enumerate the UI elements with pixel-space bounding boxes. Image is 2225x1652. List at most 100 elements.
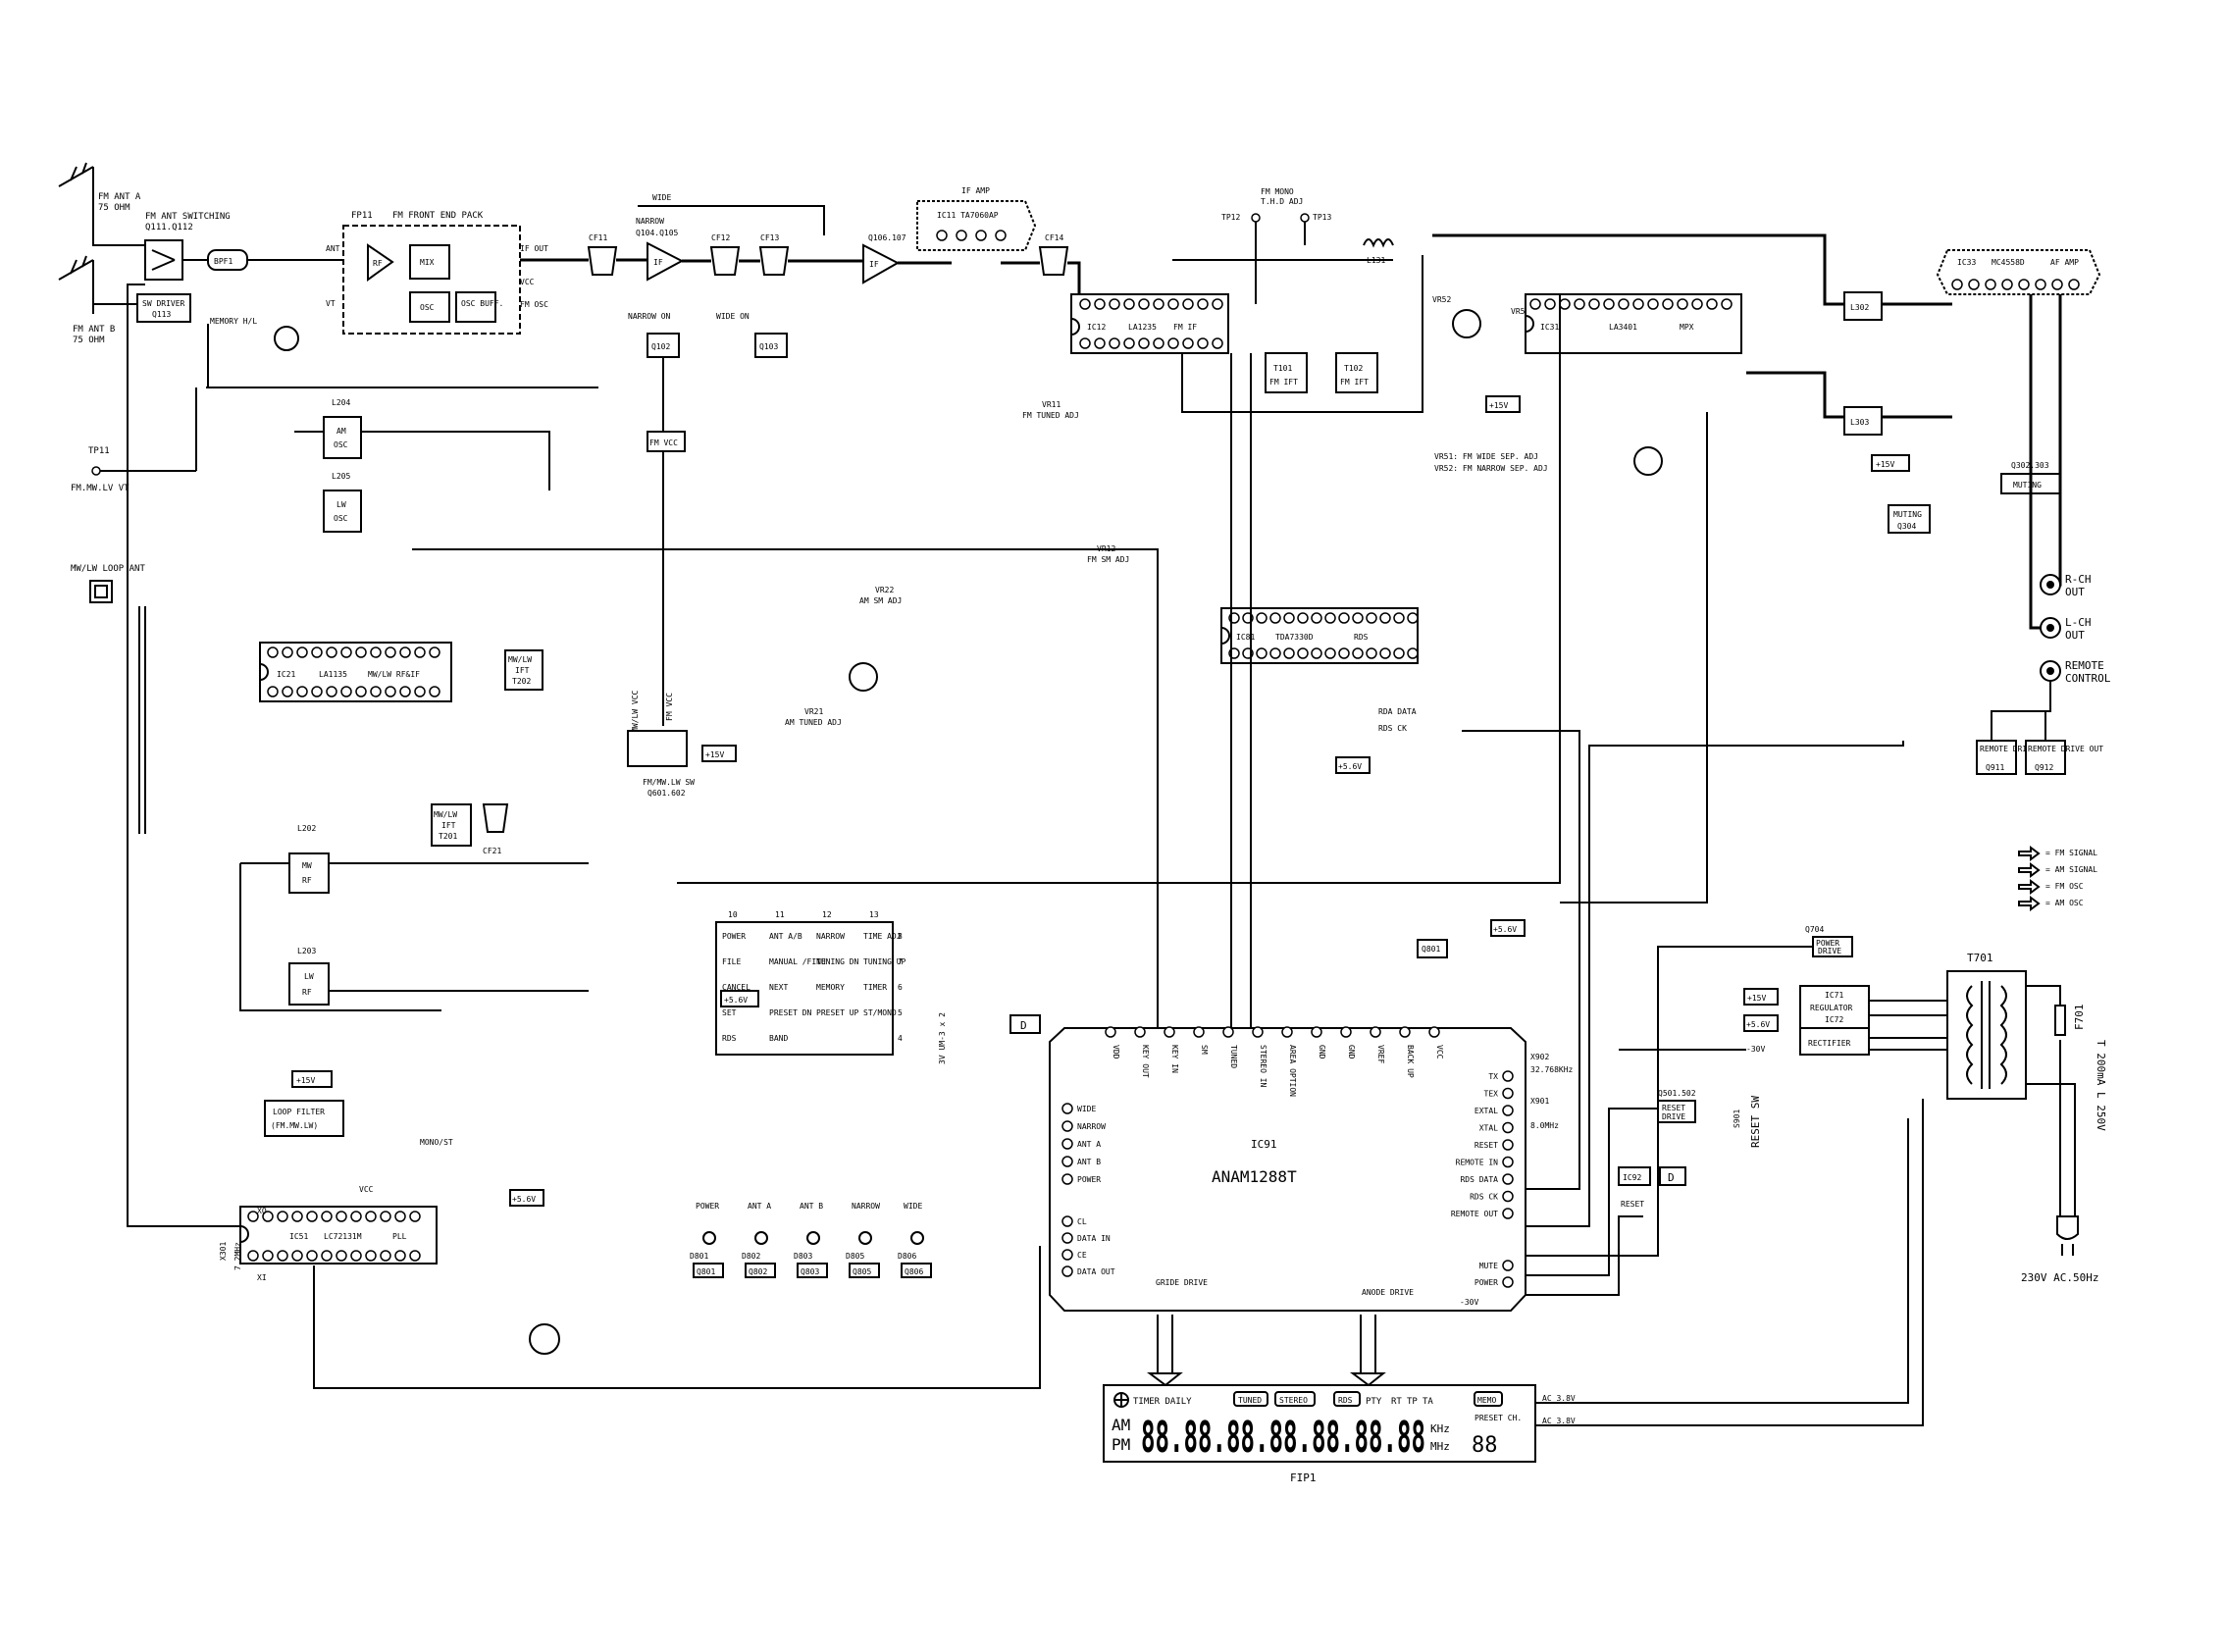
tp11-label: TP11 (88, 446, 110, 456)
key-label[interactable]: MEMORY (816, 983, 845, 992)
f701-label: F701 (2073, 1005, 2086, 1031)
ic31-mpx: VR52 VR51 IC31 LA3401 MPX +15V VR51: FM … (1432, 233, 1844, 476)
wire-tuning-bus (195, 324, 209, 471)
ic21-pin (429, 646, 440, 658)
mcu-right-pin-label: RDS CK (1470, 1193, 1498, 1202)
key-label[interactable]: TUNING UP (863, 957, 906, 966)
ic51-pin (306, 1250, 318, 1262)
ic92-label: IC92 (1623, 1173, 1641, 1182)
key-label[interactable]: TIMER (863, 983, 887, 992)
ic33-pin (2068, 279, 2080, 290)
remote-in-label: REMOTE DRIVE IN (1980, 745, 2050, 753)
mcu-neg30: -30V (1460, 1298, 1478, 1307)
switch-plus15: +15V (705, 750, 724, 759)
mcu-right-pin (1502, 1156, 1514, 1168)
ic12-pin (1123, 337, 1135, 349)
grid-drive-label: GRIDE DRIVE (1156, 1278, 1208, 1287)
mcu-top-pin-label: KEY IN (1170, 1045, 1179, 1073)
disp-rt: RT (1391, 1397, 1402, 1407)
ic72-label: IC72 (1825, 1015, 1843, 1024)
mpx-output-filters: L302 L303 (1843, 291, 1952, 436)
key-label[interactable]: ST/MONO (863, 1008, 897, 1017)
mcu-right-pin (1502, 1070, 1514, 1082)
fm-ant-b-label: FM ANT B (73, 325, 115, 335)
vr11-desc: FM TUNED ADJ (1022, 411, 1079, 420)
disp-khz: KHz (1430, 1422, 1450, 1435)
x902-label: X902 (1530, 1053, 1549, 1061)
tp13-label: TP13 (1313, 213, 1331, 222)
s901-label: S901 (1733, 1110, 1741, 1128)
disp-rds: RDS (1338, 1396, 1353, 1405)
ic33-pin (1985, 279, 1996, 290)
key-label[interactable]: ANT A/B (769, 932, 802, 941)
ic21-pin (282, 686, 293, 697)
ic21-label: IC21 (277, 670, 295, 679)
disp-pm: PM (1112, 1435, 1130, 1454)
key-label[interactable]: BAND (769, 1034, 788, 1043)
key-label[interactable]: RDS (722, 1034, 737, 1043)
key-label[interactable]: NARROW (816, 932, 845, 941)
key-label[interactable]: FILE (722, 957, 741, 966)
wire-tuned-sm (1230, 353, 1252, 1028)
mcu-left-pin-label: DATA OUT (1077, 1267, 1115, 1276)
wide-label: WIDE (652, 193, 671, 202)
led-driver-box (745, 1263, 776, 1278)
fe-ant-label: ANT (326, 244, 340, 253)
ic21-pin (267, 686, 279, 697)
fm-antenna-switching: FM ANT SWITCHING Q111.Q112 SW DRIVER Q11… (136, 212, 343, 351)
ic21-func: MW/LW RF&IF (368, 670, 420, 679)
mcu-left-pin (1061, 1215, 1073, 1227)
fm-mwlw-switch: MW/LW VCC FM VCC +15V FM/MW.LW SW Q601.6… (627, 690, 737, 798)
key-label[interactable]: MANUAL /FINE (769, 957, 826, 966)
mcu-top-pin-label: SM (1200, 1045, 1209, 1055)
r-out-label: OUT (2065, 586, 2085, 598)
ic31-label: IC31 (1540, 323, 1559, 332)
led-icon (754, 1231, 768, 1245)
key-label[interactable]: POWER (722, 932, 746, 941)
tp12-label: TP12 (1221, 213, 1240, 222)
mcu-left-pin (1061, 1138, 1073, 1150)
key-label[interactable]: PRESET UP (816, 1008, 859, 1017)
mcu-right-pin-label: REMOTE IN (1456, 1159, 1499, 1167)
legend-label: = AM SIGNAL (2045, 865, 2097, 874)
ic12-pin (1138, 337, 1150, 349)
ic33-pin (2001, 279, 2013, 290)
q102-label: Q102 (651, 342, 670, 351)
ic81-pin (1338, 612, 1350, 624)
pll-vcc-label: VCC (359, 1185, 374, 1194)
key-label[interactable]: NEXT (769, 983, 788, 992)
mwlw-vcc-label: MW/LW VCC (631, 690, 640, 733)
key-label[interactable]: TIME ADJ (863, 932, 902, 941)
mcu-top-pin-label: VREF (1376, 1045, 1385, 1063)
t202-label-1: MW/LW (508, 655, 532, 664)
ic21-pin (370, 686, 382, 697)
key-label[interactable]: TUNING DN (816, 957, 859, 966)
mcu-left-pin (1061, 1249, 1073, 1261)
ic71-label: IC71 (1825, 991, 1843, 1000)
ic51-pin (262, 1211, 274, 1222)
ic12-pin (1079, 337, 1091, 349)
mcu-d-label: D (1668, 1171, 1675, 1184)
key-label[interactable]: PRESET DN (769, 1008, 812, 1017)
ic81-pin (1256, 612, 1268, 624)
cf14-label: CF14 (1045, 233, 1063, 242)
ic12-pin (1094, 337, 1106, 349)
mcu-top-pin (1399, 1026, 1411, 1038)
key-label[interactable]: SET (722, 1008, 737, 1017)
rds-plus56: +5.6V (1338, 762, 1362, 771)
ic81-label: IC81 (1236, 633, 1255, 642)
key-col-head: 12 (822, 910, 832, 919)
sw-driver-q: Q113 (152, 310, 171, 319)
ic51-pin (262, 1250, 274, 1262)
key-label[interactable]: CANCEL (722, 983, 750, 992)
tp11-test-point: TP11 FM.MW.LV VT (71, 446, 196, 493)
led-driver-label: Q805 (853, 1267, 871, 1276)
mcu-left-pin-label: ANT B (1077, 1158, 1101, 1166)
cf21-label: CF21 (483, 847, 501, 855)
reset-sw-label: RESET SW (1749, 1096, 1762, 1148)
pll-plus15: +15V (296, 1076, 315, 1085)
ic21-pin (355, 646, 367, 658)
ic51-pin (291, 1250, 303, 1262)
if-amp-if-label: IF (869, 260, 879, 269)
